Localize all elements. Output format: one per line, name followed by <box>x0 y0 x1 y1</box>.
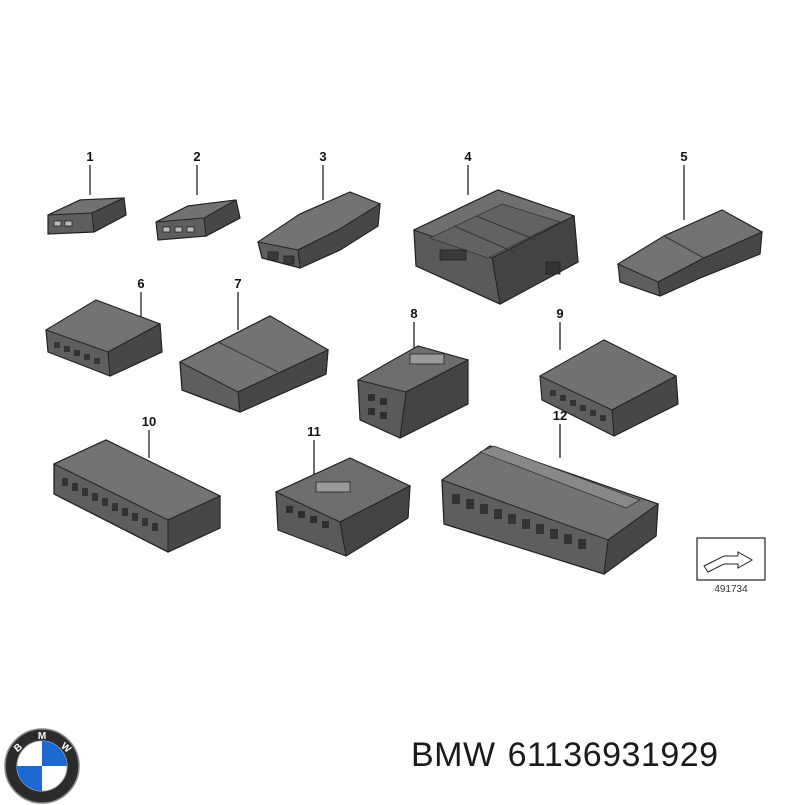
part-6-connector: 6 <box>44 276 163 377</box>
reference-box: 491734 <box>696 537 766 595</box>
svg-text:M: M <box>38 731 46 742</box>
bmw-logo: B M W <box>4 728 80 804</box>
part-2-label: 2 <box>193 149 200 164</box>
part-12-connector: 12 <box>440 408 660 576</box>
part-5-connector: 5 <box>616 149 764 297</box>
part-7-label: 7 <box>234 276 241 291</box>
part-8-label: 8 <box>410 306 417 321</box>
part-11-connector: 11 <box>274 424 412 557</box>
part-4-label: 4 <box>464 149 472 164</box>
part-8-connector: 8 <box>356 306 470 439</box>
footer-brand: BMW <box>411 736 496 774</box>
part-11-label: 11 <box>307 424 321 439</box>
part-5-label: 5 <box>680 149 687 164</box>
footer-part-code: 61136931929 <box>507 736 719 774</box>
part-4-connector: 4 <box>412 149 579 305</box>
part-12-label: 12 <box>553 408 567 423</box>
reference-arrow-icon <box>703 551 754 573</box>
part-9-connector: 9 <box>538 306 679 437</box>
part-10-connector: 10 <box>52 414 222 553</box>
part-1-connector: 1 <box>47 149 127 235</box>
part-9-label: 9 <box>556 306 563 321</box>
part-6-label: 6 <box>137 276 144 291</box>
part-3-label: 3 <box>319 149 326 164</box>
footer-part-number: BMW 61136931929 <box>411 736 719 775</box>
part-7-connector: 7 <box>178 276 330 413</box>
part-3-connector: 3 <box>256 149 382 269</box>
part-2-connector: 2 <box>155 149 241 241</box>
part-1-label: 1 <box>86 149 93 164</box>
reference-id: 491734 <box>714 584 748 595</box>
part-10-label: 10 <box>142 414 156 429</box>
